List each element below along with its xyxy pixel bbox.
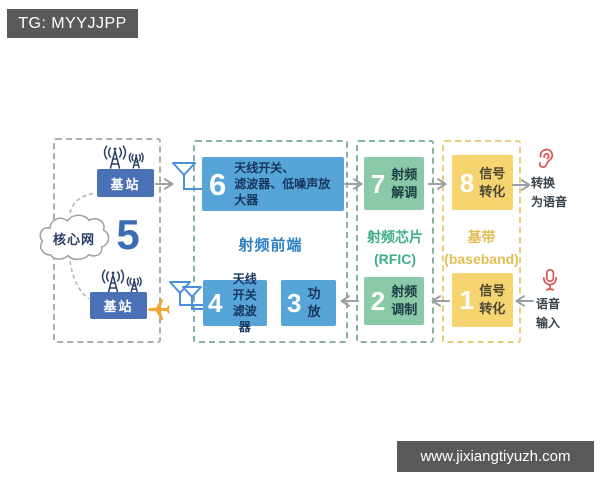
step-number: 2 [370, 286, 386, 316]
step-label-line: 滤波器 [232, 304, 257, 335]
watermark-top: TG: MYYJJPP [7, 9, 138, 38]
step-label-line: 解调 [391, 184, 418, 200]
core-network-label: 核心网 [52, 232, 95, 247]
horn-antenna-icon [172, 162, 204, 190]
step-box-1: 1 信号 转化 [452, 273, 513, 327]
step-number: 8 [459, 167, 475, 198]
step-box-2: 2 射频 调制 [364, 277, 424, 325]
step-label-line: 信号 [479, 165, 506, 181]
voice-output-label: 转换 为语音 [531, 174, 577, 211]
watermark-bottom: www.jixiangtiyuzh.com [397, 441, 594, 472]
step-label: 射频 调制 [391, 283, 417, 318]
rfic-label-line: 射频芯片 [367, 229, 423, 245]
airplane-icon [148, 299, 170, 320]
voice-output-line: 为语音 [531, 194, 568, 209]
rfic-label-line: (RFIC) [374, 251, 416, 268]
baseband-label: 基带 (baseband) [434, 226, 529, 271]
step-label-line: 滤波器、低噪声放大器 [234, 176, 331, 208]
step-label-line: 射频 [391, 166, 418, 182]
baseband-label-line: (baseband) [444, 251, 519, 268]
step-label-line: 天线开关、 [234, 160, 295, 175]
arrow-7-to-8 [428, 178, 447, 190]
step-label-line: 射频 [391, 284, 418, 300]
radio-tower-icon [103, 145, 144, 169]
step-label: 信号 转化 [479, 282, 505, 317]
baseband-section [442, 140, 521, 343]
baseband-label-line: 基带 [467, 229, 496, 245]
step-number: 6 [209, 166, 227, 202]
step-label-line: 天线开关 [232, 271, 257, 302]
arrow-1-to-2 [431, 295, 450, 307]
step-number: 4 [208, 288, 223, 318]
step-box-4: 4 天线开关 滤波器 [203, 272, 267, 334]
step-label: 天线开关 滤波器 [227, 271, 262, 336]
arrow-6-to-7 [344, 178, 363, 190]
voice-input-label: 语音 输入 [536, 295, 576, 332]
step-number: 7 [370, 168, 386, 199]
base-station-bottom: 基站 [90, 292, 147, 319]
arrow-8-to-voice-output [512, 179, 531, 191]
step-label-line: 转化 [479, 301, 506, 316]
step-label-line: 转化 [479, 183, 506, 199]
step-box-6: 6 天线开关、 滤波器、低噪声放大器 [202, 157, 344, 211]
step-number: 1 [459, 285, 475, 315]
horn-antenna-pair-icon [169, 281, 205, 310]
step-label-line: 调制 [391, 302, 418, 317]
base-station-top: 基站 [97, 169, 154, 197]
voice-input-line: 输入 [536, 315, 561, 330]
rfic-section [356, 140, 434, 343]
cloud-icon [39, 214, 110, 261]
arrow-voice-input-to-1 [515, 295, 534, 307]
step-box-7: 7 射频 解调 [364, 157, 424, 210]
radio-tower-icon [101, 269, 142, 293]
step-label: 射频 解调 [391, 166, 417, 201]
step-box-3: 3 功放 [281, 280, 336, 326]
arrow-station-to-antenna [155, 178, 174, 190]
arrow-2-to-3 [340, 295, 359, 307]
voice-input-line: 语音 [536, 297, 561, 311]
ear-icon [538, 148, 554, 169]
rf-frontend-section [193, 140, 348, 343]
step-label: 天线开关、 滤波器、低噪声放大器 [234, 160, 337, 209]
step-label: 信号 转化 [479, 165, 505, 200]
voice-output-line: 转换 [531, 176, 556, 190]
step-label: 功放 [307, 286, 321, 319]
step-box-8: 8 信号 转化 [452, 155, 513, 210]
microphone-icon [542, 268, 558, 291]
rfic-label: 射频芯片 (RFIC) [350, 226, 440, 271]
rf-frontend-label: 射频前端 [238, 237, 303, 254]
step-number: 3 [287, 288, 302, 318]
step-label-line: 信号 [479, 283, 506, 299]
step-number-5: 5 [116, 211, 140, 258]
